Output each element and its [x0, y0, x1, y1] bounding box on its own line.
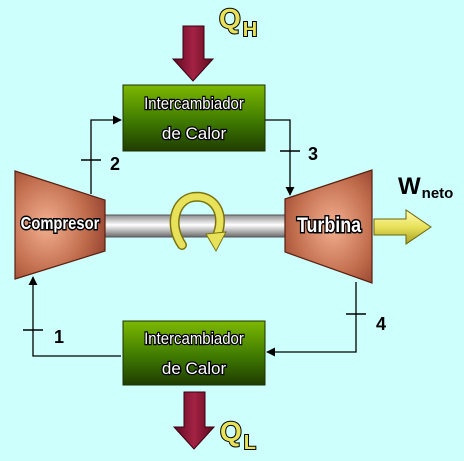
work-out-main: W — [398, 173, 421, 200]
heat-exchanger-bottom: Intercambiador de Calor — [122, 320, 266, 386]
state-label-1: 1 — [54, 327, 64, 347]
state-ticks — [23, 150, 366, 331]
work-out-sub: neto — [422, 185, 454, 202]
flow-line-2 — [90, 115, 122, 194]
heat-in-main: Q — [219, 3, 241, 34]
state-label-4: 4 — [376, 314, 386, 334]
heat-in-arrow-icon — [171, 25, 215, 82]
turbine: Turbina — [284, 169, 373, 284]
heat-exchanger-top: Intercambiador de Calor — [122, 84, 266, 152]
compressor-label: Compresor — [21, 214, 100, 234]
state-label-2: 2 — [110, 154, 120, 174]
heat-exchanger-top-line2: de Calor — [162, 124, 227, 143]
heat-exchanger-bottom-line1: Intercambiador — [144, 330, 244, 348]
heat-exchanger-bottom-line2: de Calor — [162, 359, 227, 378]
compressor: Compresor — [14, 170, 106, 280]
flow-line-4 — [266, 282, 357, 357]
flow-line-3 — [265, 119, 295, 196]
work-out-arrow-icon — [373, 209, 432, 245]
heat-out-main: Q — [220, 416, 242, 447]
heat-exchanger-top-line1: Intercambiador — [144, 95, 244, 113]
turbine-label: Turbina — [297, 214, 361, 238]
state-label-3: 3 — [308, 144, 318, 164]
rotation-arrow-icon — [169, 191, 227, 253]
heat-in-sub: H — [243, 19, 257, 41]
heat-out-arrow-icon — [172, 391, 216, 450]
flow-line-1 — [28, 276, 121, 357]
heat-out-sub: L — [244, 432, 256, 454]
work-out-label: Wneto — [398, 173, 453, 202]
flow-lines — [28, 115, 357, 357]
